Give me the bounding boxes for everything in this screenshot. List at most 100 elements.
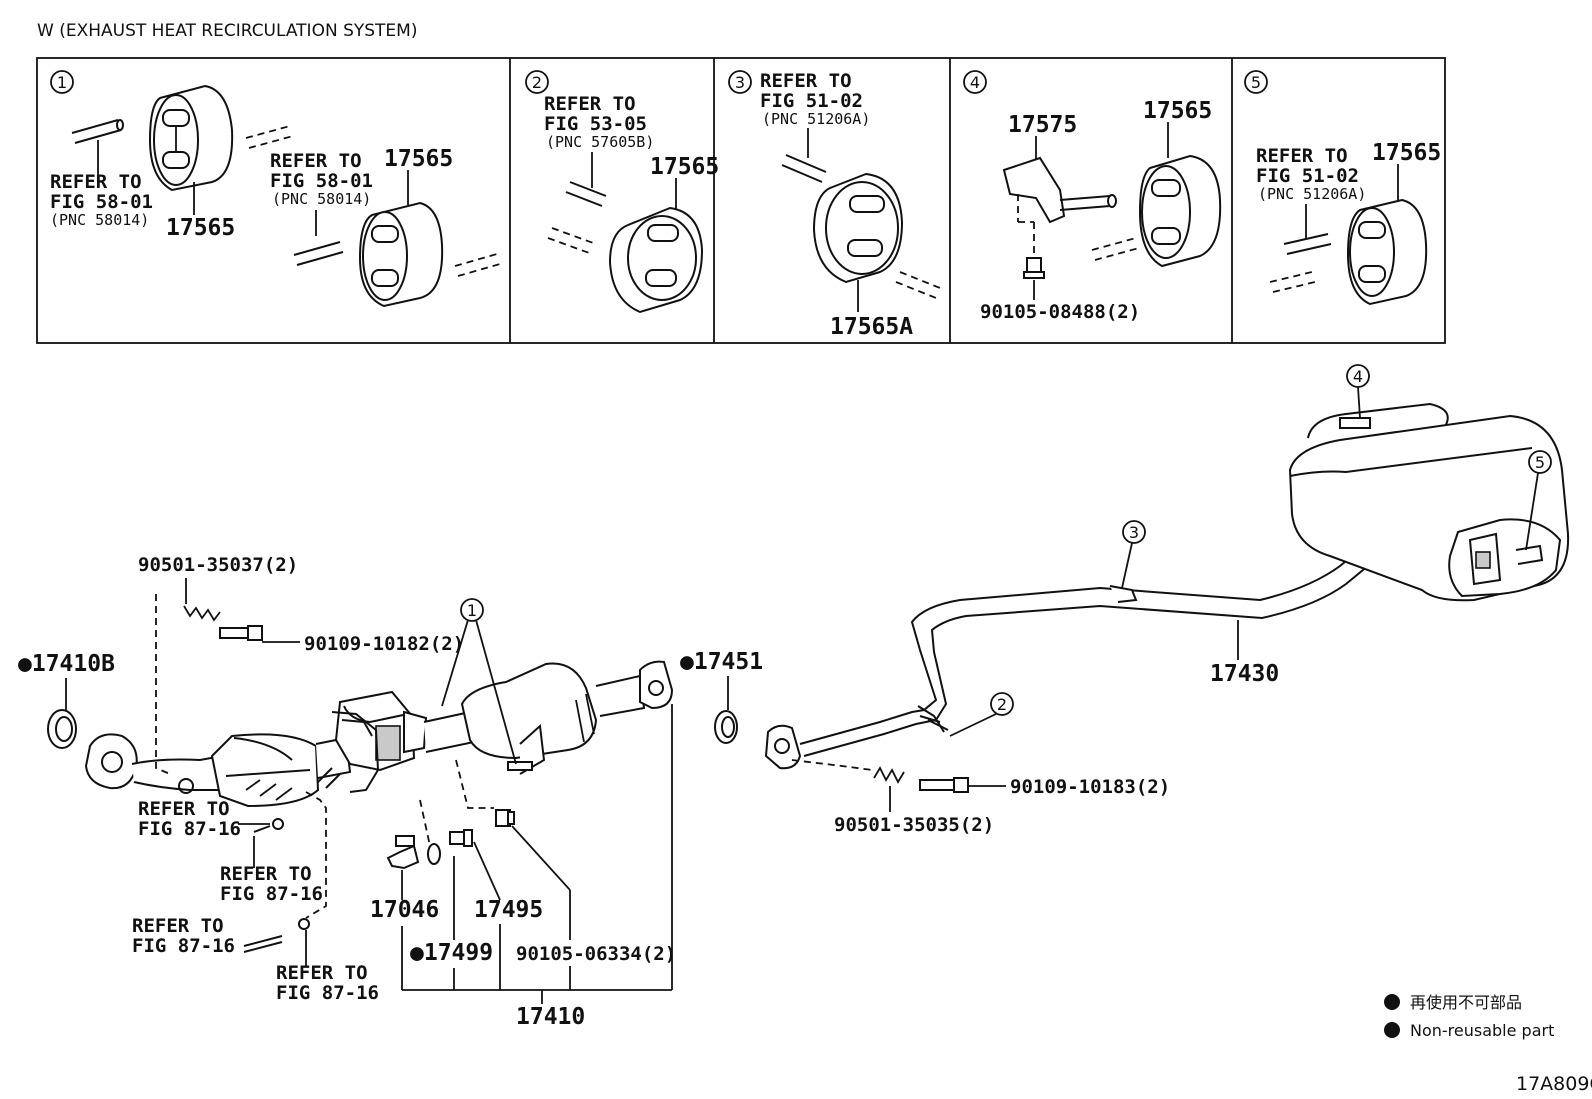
svg-text:4: 4 bbox=[970, 73, 980, 92]
svg-text:REFER TO: REFER TO bbox=[544, 93, 636, 115]
svg-text:FIG 87-16: FIG 87-16 bbox=[220, 883, 323, 905]
part-17499: ●17499 bbox=[410, 940, 493, 966]
hanger-rod bbox=[1283, 233, 1332, 255]
hanger-stud bbox=[507, 761, 533, 771]
bolt-90109-10183 bbox=[919, 777, 969, 793]
inset2-ref: REFER TO FIG 53-05 (PNC 57605B) bbox=[544, 93, 654, 151]
hanger-rod bbox=[293, 241, 344, 266]
svg-text:2: 2 bbox=[997, 695, 1007, 714]
svg-text:2: 2 bbox=[532, 73, 542, 92]
svg-text:REFER TO: REFER TO bbox=[760, 70, 852, 92]
diagram-code: 17A809C bbox=[1516, 1073, 1592, 1095]
svg-text:(PNC 58014): (PNC 58014) bbox=[50, 211, 149, 229]
inset-3: 3 REFER TO FIG 51-02 (PNC 51206A) 17565A bbox=[728, 70, 941, 340]
svg-text:3: 3 bbox=[735, 73, 745, 92]
inset-number-5: 5 bbox=[1244, 70, 1268, 94]
svg-text:(PNC 58014): (PNC 58014) bbox=[272, 190, 371, 208]
hanger-rod-dashed bbox=[1091, 237, 1140, 261]
diagram-title: W (EXHAUST HEAT RECIRCULATION SYSTEM) bbox=[37, 21, 417, 41]
rubber-hanger bbox=[1138, 154, 1222, 268]
svg-text:4: 4 bbox=[1353, 367, 1363, 386]
inset-number-3: 3 bbox=[728, 70, 752, 94]
svg-text:REFER TO: REFER TO bbox=[138, 798, 230, 820]
inset-frame bbox=[36, 57, 1446, 344]
svg-text:REFER TO: REFER TO bbox=[132, 915, 224, 937]
hanger-rod-dashed bbox=[895, 271, 941, 299]
ref-fig-87-16-c: REFER TO FIG 87-16 bbox=[132, 915, 235, 957]
catalytic-converter-rear bbox=[460, 662, 598, 775]
ref-fig-87-16-a: REFER TO FIG 87-16 bbox=[138, 798, 241, 840]
inset-5: 5 REFER TO FIG 51-02 (PNC 51206A) 17565 bbox=[1244, 70, 1441, 306]
svg-text:1: 1 bbox=[467, 601, 477, 620]
callout-4: 4 bbox=[1346, 364, 1370, 388]
svg-text:FIG 58-01: FIG 58-01 bbox=[270, 170, 373, 192]
inset-1: 1 REFER TO FIG 58-01 (PNC 58014) 17565 bbox=[50, 70, 501, 308]
svg-text:(PNC 51206A): (PNC 51206A) bbox=[1258, 185, 1366, 203]
rear-flange bbox=[639, 660, 674, 710]
hanger-rod bbox=[565, 181, 607, 207]
hanger-rod-dashed bbox=[1269, 271, 1316, 293]
inset1-ref-b: REFER TO FIG 58-01 (PNC 58014) bbox=[270, 150, 373, 208]
legend-marker bbox=[1384, 1022, 1400, 1038]
sensor-17046 bbox=[386, 835, 420, 870]
part-17575: 17575 bbox=[1008, 112, 1077, 138]
inset-4: 4 17575 90105-08488(2) 17565 bbox=[963, 70, 1222, 323]
hose-clamp bbox=[272, 818, 284, 830]
catalytic-converter-front bbox=[210, 733, 320, 808]
rubber-hanger bbox=[358, 201, 444, 308]
front-flange bbox=[84, 733, 138, 790]
svg-text:FIG 58-01: FIG 58-01 bbox=[50, 191, 153, 213]
svg-text:FIG 87-16: FIG 87-16 bbox=[138, 818, 241, 840]
part-90109-10183: 90109-10183(2) bbox=[1010, 776, 1170, 798]
gasket-17451 bbox=[714, 710, 738, 744]
svg-text:REFER TO: REFER TO bbox=[276, 962, 368, 984]
part-90109-10182: 90109-10182(2) bbox=[304, 633, 464, 655]
bolt bbox=[1023, 257, 1045, 279]
inset1-ref-a: REFER TO FIG 58-01 (PNC 58014) bbox=[50, 171, 153, 229]
bolt-90105-06334 bbox=[495, 809, 515, 827]
svg-text:(PNC 51206A): (PNC 51206A) bbox=[762, 110, 870, 128]
part-17410: 17410 bbox=[516, 1004, 585, 1030]
legend-line-1: 再使用不可部品 bbox=[1410, 993, 1522, 1012]
svg-text:FIG 87-16: FIG 87-16 bbox=[276, 982, 379, 1004]
part-90105-08488: 90105-08488(2) bbox=[980, 301, 1140, 323]
inset-2: 2 REFER TO FIG 53-05 (PNC 57605B) 17565 bbox=[525, 70, 719, 314]
svg-text:5: 5 bbox=[1535, 453, 1545, 472]
legend-marker bbox=[1384, 994, 1400, 1010]
part-17565-c: 17565 bbox=[650, 154, 719, 180]
rubber-hanger bbox=[148, 84, 234, 192]
assembly-bracket-17410 bbox=[401, 704, 673, 1004]
inset-number-2: 2 bbox=[525, 70, 549, 94]
part-90105-06334: 90105-06334(2) bbox=[516, 943, 676, 965]
callout-1: 1 bbox=[460, 598, 484, 622]
part-17495: 17495 bbox=[474, 897, 543, 923]
hanger-rod bbox=[781, 154, 827, 183]
inset-number-4: 4 bbox=[963, 70, 987, 94]
gasket-17499 bbox=[427, 843, 441, 865]
svg-text:5: 5 bbox=[1251, 73, 1261, 92]
front-exhaust-assembly bbox=[84, 660, 674, 808]
muffler bbox=[1288, 402, 1570, 602]
svg-text:FIG 51-02: FIG 51-02 bbox=[760, 90, 863, 112]
callout-3: 3 bbox=[1122, 520, 1146, 544]
svg-text:(PNC 57605B): (PNC 57605B) bbox=[546, 133, 654, 151]
hanger-rod-callout-3 bbox=[1109, 585, 1138, 603]
part-17565A: 17565A bbox=[830, 314, 913, 340]
part-17430: 17430 bbox=[1210, 661, 1279, 687]
callout-2: 2 bbox=[990, 692, 1014, 716]
part-17565-d: 17565 bbox=[1143, 98, 1212, 124]
hanger-rod-callout-2 bbox=[927, 719, 949, 731]
tail-pipe-17430 bbox=[764, 539, 1381, 770]
plug-17495 bbox=[449, 829, 473, 847]
spring-90501-35037 bbox=[183, 605, 221, 622]
rubber-hanger bbox=[608, 206, 704, 314]
svg-text:REFER TO: REFER TO bbox=[270, 150, 362, 172]
hose-clamp bbox=[298, 918, 310, 930]
legend-line-2: Non-reusable part bbox=[1410, 1021, 1554, 1040]
bracket bbox=[1002, 156, 1117, 224]
legend: 再使用不可部品 Non-reusable part bbox=[1384, 993, 1554, 1040]
rubber-hanger bbox=[812, 172, 904, 284]
part-17565-a: 17565 bbox=[166, 215, 235, 241]
svg-text:REFER TO: REFER TO bbox=[50, 171, 142, 193]
